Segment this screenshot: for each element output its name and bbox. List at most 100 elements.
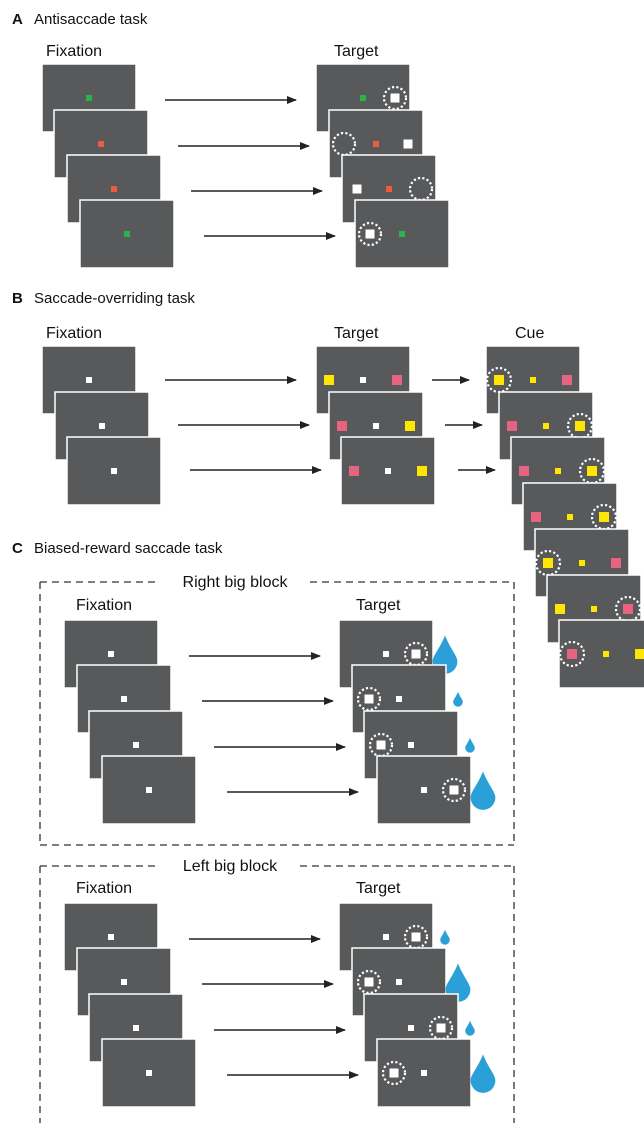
dotted-circle-icon (441, 777, 467, 803)
section-a-title: Antisaccade task (34, 11, 148, 28)
left-block-target-label: Target (356, 880, 401, 897)
fixation-point (86, 377, 92, 383)
water-drop-icon (440, 929, 450, 945)
left-big-block-label: Left big block (183, 858, 278, 875)
target-square (403, 139, 413, 149)
fixation-point (360, 95, 366, 101)
cue-point (530, 377, 536, 383)
right-big-block-label: Right big block (183, 574, 289, 591)
target-square (389, 1068, 399, 1078)
colored-target-square (635, 649, 644, 659)
fixation-point (385, 468, 391, 474)
fixation-point (121, 696, 127, 702)
dotted-circle-icon (356, 686, 382, 712)
fixation-point (396, 979, 402, 985)
dotted-circle-icon (357, 221, 383, 247)
target-square (390, 93, 400, 103)
cue-point (567, 514, 573, 520)
dotted-circle-icon (368, 732, 394, 758)
cue-point (591, 606, 597, 612)
left-block-fixation-label: Fixation (76, 880, 132, 897)
fixation-point (399, 231, 405, 237)
target-square (364, 694, 374, 704)
dotted-circle-icon (403, 924, 429, 950)
section-b-fixation-label: Fixation (46, 325, 102, 342)
water-drop-icon (465, 1020, 475, 1036)
colored-target-square (575, 421, 585, 431)
fixation-point (373, 141, 379, 147)
fixation-point (383, 651, 389, 657)
water-drop-icon (470, 771, 496, 810)
fixation-point (111, 468, 117, 474)
dotted-circle-icon (403, 641, 429, 667)
target-square (376, 740, 386, 750)
fixation-point (146, 1070, 152, 1076)
colored-target-square (531, 512, 541, 522)
section-a-target-label: Target (334, 43, 379, 60)
target-square (352, 184, 362, 194)
section-b-cue-label: Cue (515, 325, 544, 342)
left-big-block-frame (39, 865, 515, 1123)
section-b-title: Saccade-overriding task (34, 290, 195, 307)
colored-target-square (494, 375, 504, 385)
colored-target-square (519, 466, 529, 476)
water-drop-icon (470, 1054, 496, 1093)
fixation-point (396, 696, 402, 702)
section-b-letter: B (12, 290, 23, 307)
colored-target-square (587, 466, 597, 476)
water-drop-icon (432, 635, 458, 674)
colored-target-square (417, 466, 427, 476)
colored-target-square (567, 649, 577, 659)
target-square (436, 1023, 446, 1033)
dotted-circle-icon (381, 1060, 407, 1086)
colored-target-square (337, 421, 347, 431)
fixation-point (133, 742, 139, 748)
fixation-point (121, 979, 127, 985)
fixation-point (408, 1025, 414, 1031)
section-c-letter: C (12, 540, 23, 557)
fixation-point (108, 651, 114, 657)
fixation-point (373, 423, 379, 429)
dotted-circle-icon (558, 640, 586, 668)
fixation-point (146, 787, 152, 793)
fixation-point (99, 423, 105, 429)
water-drop-icon (465, 737, 475, 753)
fixation-point (421, 1070, 427, 1076)
section-c-title: Biased-reward saccade task (34, 540, 223, 557)
cue-point (603, 651, 609, 657)
dotted-circle-icon (428, 1015, 454, 1041)
colored-target-square (623, 604, 633, 614)
colored-target-square (543, 558, 553, 568)
target-square (411, 649, 421, 659)
colored-target-square (405, 421, 415, 431)
water-drop-icon (445, 963, 471, 1002)
colored-target-square (507, 421, 517, 431)
fixation-point (408, 742, 414, 748)
section-a-fixation-label: Fixation (46, 43, 102, 60)
section-a-letter: A (12, 11, 23, 28)
dotted-circle-icon (382, 85, 408, 111)
target-square (411, 932, 421, 942)
colored-target-square (599, 512, 609, 522)
colored-target-square (562, 375, 572, 385)
fixation-point (108, 934, 114, 940)
fixation-point (421, 787, 427, 793)
colored-target-square (611, 558, 621, 568)
colored-target-square (392, 375, 402, 385)
right-block-target-label: Target (356, 597, 401, 614)
fixation-point (124, 231, 130, 237)
target-square (449, 785, 459, 795)
target-square (365, 229, 375, 239)
section-b-target-label: Target (334, 325, 379, 342)
fixation-point (86, 95, 92, 101)
dotted-circle-icon (408, 176, 434, 202)
fixation-point (133, 1025, 139, 1031)
right-block-fixation-label: Fixation (76, 597, 132, 614)
cue-point (555, 468, 561, 474)
fixation-point (111, 186, 117, 192)
cue-point (543, 423, 549, 429)
fixation-point (386, 186, 392, 192)
screens-layer (41, 63, 644, 1108)
fixation-point (360, 377, 366, 383)
